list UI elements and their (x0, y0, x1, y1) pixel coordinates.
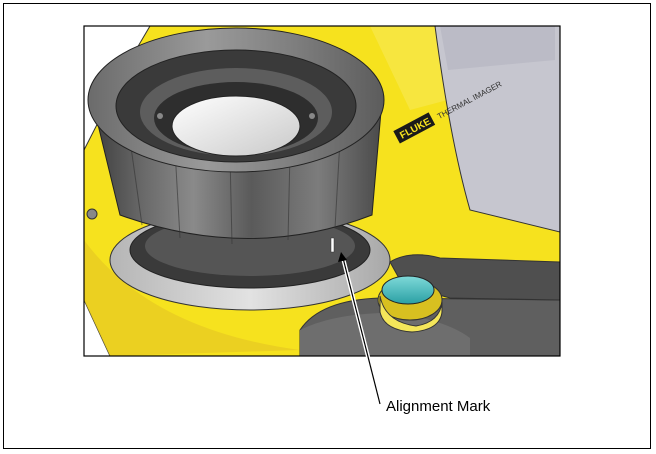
illustration-content: FLUKE THERMAL IMAGER (84, 26, 560, 356)
lens-glass (171, 95, 301, 157)
alignment-mark-label: Alignment Mark (386, 398, 491, 415)
callout-leader (338, 252, 382, 405)
trigger-button (377, 275, 443, 333)
display-panel (434, 26, 560, 233)
alignment-mark (330, 237, 335, 253)
figure-border (3, 3, 651, 449)
illustration-frame (83, 25, 561, 357)
